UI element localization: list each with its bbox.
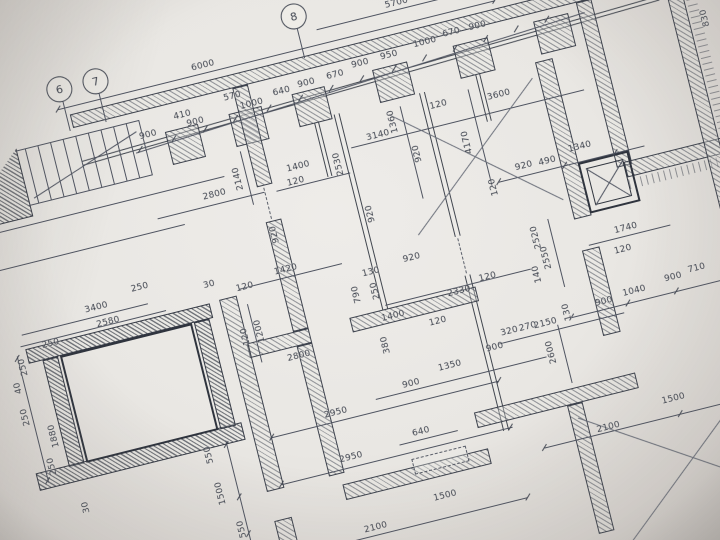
dimension-label: 320 (499, 324, 520, 339)
grid-bubble-label: 7 (90, 74, 101, 89)
stair-step (62, 138, 78, 195)
dimension-label: 30 (79, 500, 93, 515)
dimension-label: 2950 (338, 449, 364, 466)
dim-line (271, 380, 500, 439)
partition-wall (419, 91, 461, 238)
dimension-label: 250 (129, 280, 150, 295)
dimension-label: 120 (477, 270, 498, 285)
dimension-label: 2550 (538, 244, 555, 271)
stair-step (49, 141, 65, 198)
dimension-label: 790 (349, 284, 364, 305)
grid-bubble: 6 (43, 73, 76, 106)
dimension-label: 140 (530, 264, 545, 284)
dimension-label: 380 (378, 335, 393, 355)
tick-mark (492, 0, 498, 5)
wall-segment (581, 246, 621, 337)
dimension-label: 120 (428, 98, 449, 113)
door-dashed-line (263, 187, 272, 219)
dimension-label: 1400 (285, 159, 311, 175)
grid-bubble-label: 8 (288, 9, 299, 24)
dimension-label: 640 (271, 84, 292, 99)
dimension-label: 120 (285, 174, 306, 189)
grid-leader (296, 28, 306, 59)
stair-step (37, 145, 53, 201)
pier (533, 12, 577, 55)
dimension-label: 920 (513, 159, 534, 174)
dimension-label: 2600 (543, 339, 560, 365)
dimension-label: 3600 (486, 87, 512, 103)
tick-mark (525, 493, 531, 501)
dimension-label: 490 (537, 154, 558, 169)
grid-bubble: 7 (79, 65, 112, 98)
dim-line (300, 497, 529, 540)
dimension-label: 710 (686, 261, 707, 276)
door-dashed-line (457, 238, 467, 274)
grid-bubble-label: 6 (54, 82, 65, 97)
dimension-label: 2800 (201, 187, 228, 203)
dimension-label: 1500 (213, 480, 229, 506)
dimension-label: 900 (663, 270, 683, 285)
dimension-label: 670 (325, 68, 345, 83)
dimension-label: 920 (401, 251, 422, 266)
partition-stub (314, 122, 333, 178)
dimension-label: 120 (427, 314, 448, 329)
dimension-label: 30 (202, 278, 217, 292)
dimension-label: 550 (235, 519, 250, 539)
tick-mark (513, 25, 519, 33)
grid-bubble: 8 (277, 0, 310, 33)
dimension-label: 120 (234, 280, 255, 295)
dimension-label: 130 (560, 302, 575, 322)
dimension-label: 1500 (432, 488, 458, 504)
dimension-label: 1040 (621, 283, 648, 299)
dimension-label: 900 (484, 340, 505, 355)
partition-wall (333, 113, 389, 310)
dimension-label: 1500 (660, 391, 687, 407)
dim-line (557, 324, 573, 384)
dimension-label: 2100 (595, 419, 622, 436)
dimension-label: 1350 (437, 358, 463, 374)
corridor-wall (274, 516, 314, 540)
dimension-label: 900 (350, 56, 370, 71)
dimension-label: 120 (613, 242, 633, 257)
room-line (0, 223, 185, 274)
pier (452, 37, 496, 79)
dimension-label: 550 (202, 445, 217, 465)
dimension-label: 1200 (252, 318, 268, 344)
wall-segment (534, 58, 592, 220)
tick-mark (496, 376, 502, 385)
